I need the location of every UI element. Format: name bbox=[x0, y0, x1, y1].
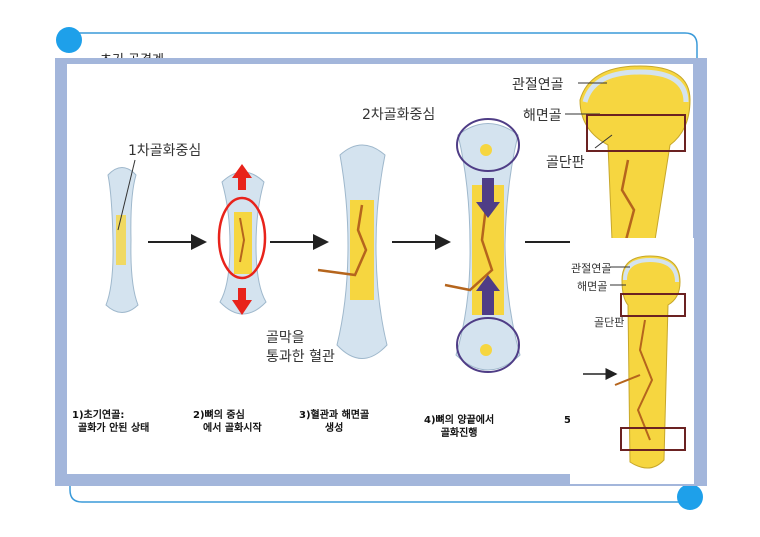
inset-label-articular-cartilage: 관절연골 bbox=[571, 262, 612, 275]
plate-box-large bbox=[586, 114, 686, 152]
label-secondary-center: 2차골화중심 bbox=[362, 107, 436, 123]
red-arrow-down bbox=[232, 288, 252, 315]
blood-vessel bbox=[317, 204, 368, 277]
label-articular-cartilage: 관절연골 bbox=[512, 77, 564, 93]
red-highlight-oval bbox=[217, 196, 267, 280]
purple-arrow-down bbox=[476, 178, 500, 218]
purple-arrow-up bbox=[476, 275, 500, 315]
leader-epiphyseal-plate bbox=[594, 134, 613, 149]
inset-label-spongy-bone: 해면골 bbox=[577, 280, 608, 293]
caption-stage-1: 1)초기연골:골화가 안된 상태 bbox=[72, 410, 150, 434]
red-arrow-up bbox=[232, 164, 252, 190]
frame-dot-top-left bbox=[56, 27, 82, 53]
label-spongy-bone: 해면골 bbox=[523, 108, 562, 124]
plate-box-inset-bottom bbox=[620, 427, 686, 451]
purple-oval-top bbox=[456, 118, 520, 172]
label-primary-center: 1차골화중심 bbox=[128, 143, 202, 159]
bone-stage-1 bbox=[105, 167, 139, 313]
plate-box-inset-top bbox=[620, 293, 686, 317]
purple-oval-bottom bbox=[456, 317, 520, 373]
bone-stage-5-large bbox=[579, 65, 691, 241]
frame-bottom-line bbox=[69, 470, 690, 503]
label-periosteum-line2: 통과한 혈관 bbox=[266, 349, 335, 365]
bone-stage-3 bbox=[317, 144, 388, 359]
slide-title: 초기 골격계 bbox=[100, 50, 164, 62]
label-epiphyseal-plate: 골단판 bbox=[546, 155, 585, 171]
frame-top-line bbox=[70, 32, 698, 80]
frame-dot-bottom-right bbox=[677, 484, 703, 510]
bone-stage-2 bbox=[219, 171, 267, 315]
leader-primary-center bbox=[117, 159, 136, 231]
inset-label-epiphyseal-plate: 골단판 bbox=[594, 316, 625, 329]
caption-stage-5: 5 bbox=[564, 415, 571, 426]
label-periosteum-line1: 골막을 bbox=[266, 330, 305, 346]
